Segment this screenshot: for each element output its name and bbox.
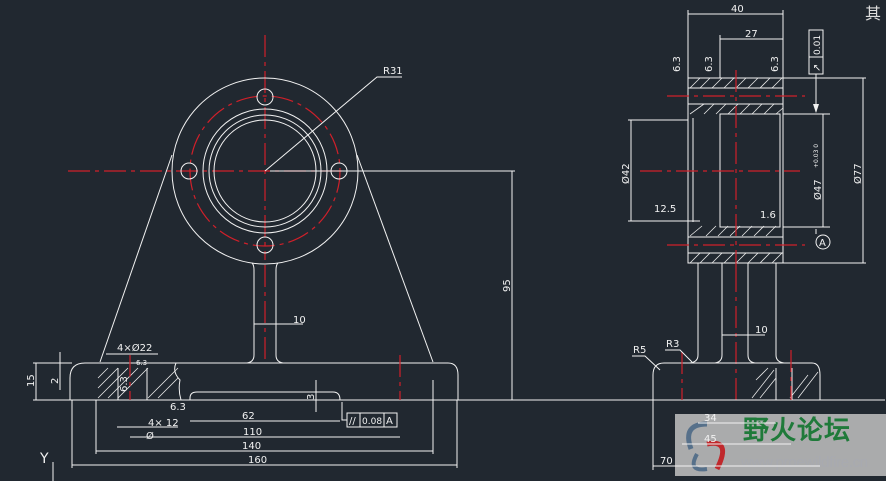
datum-circle bbox=[815, 234, 831, 250]
dim-62: 62 bbox=[242, 411, 255, 422]
bolt-hole bbox=[256, 88, 274, 106]
side-view: 40 27 6.3 6.3 6.3 0.01 ↗ Ø42 12.5 1.6 Ø4… bbox=[620, 4, 866, 401]
parallel-symbol: // bbox=[349, 416, 356, 427]
holes-label: 4×Ø22 bbox=[117, 342, 152, 354]
dim-77: Ø77 bbox=[852, 163, 864, 184]
dim-2: 2 bbox=[50, 378, 61, 384]
ucs-label: Y bbox=[39, 451, 49, 467]
roughness-label: 6.3 bbox=[672, 56, 683, 72]
parallel-tolerance: 0.08 bbox=[362, 417, 382, 427]
bolt-hole bbox=[256, 236, 274, 254]
watermark-name: 野火论坛 bbox=[743, 416, 852, 446]
roughness-label: 6.3 bbox=[136, 359, 147, 367]
parallel-datum: A bbox=[386, 416, 393, 427]
runout-tolerance: 0.01 bbox=[813, 35, 823, 55]
web bbox=[246, 262, 284, 364]
dim-42: Ø42 bbox=[620, 163, 632, 184]
watermark-logo-icon bbox=[686, 421, 726, 472]
radius-label: R31 bbox=[383, 66, 403, 77]
dim-160: 160 bbox=[248, 455, 267, 466]
section-hatch bbox=[97, 362, 182, 401]
dim-47: Ø47 bbox=[812, 179, 824, 200]
rib-left bbox=[99, 154, 173, 363]
dim-3: 3 bbox=[306, 394, 317, 400]
leader bbox=[632, 355, 661, 371]
dim-15: 15 bbox=[26, 374, 37, 387]
parallelism-frame: // 0.08 A bbox=[341, 402, 398, 428]
slot bbox=[189, 391, 341, 401]
hatch bbox=[689, 77, 784, 264]
diameter-symbol: Ø bbox=[146, 430, 154, 442]
roughness-label: 1.6 bbox=[760, 210, 776, 221]
dim-110: 110 bbox=[243, 427, 262, 438]
corner-text: 其 bbox=[865, 4, 882, 23]
dim-10: 10 bbox=[293, 315, 306, 326]
radius-leader bbox=[264, 76, 402, 172]
dim-40: 40 bbox=[731, 4, 744, 15]
watermark-url: www.proewildfire.cn bbox=[741, 454, 868, 471]
datum-label: A bbox=[819, 238, 826, 249]
runout-symbol: ↗ bbox=[812, 64, 823, 72]
roughness-label: 6.3 bbox=[770, 56, 781, 72]
web bbox=[689, 263, 785, 364]
counterbore-label: 4× 12 bbox=[148, 418, 179, 429]
watermark: 野火论坛 www.proewildfire.cn bbox=[675, 414, 886, 476]
fillet-r5: R5 bbox=[633, 345, 646, 356]
side-base bbox=[652, 362, 821, 400]
dim-95: 95 bbox=[502, 279, 513, 292]
fillet-r3: R3 bbox=[666, 339, 679, 350]
runout-frame: 0.01 ↗ bbox=[808, 29, 824, 113]
roughness-label: 12.5 bbox=[654, 204, 676, 215]
bore-tolerance: +0.03 0 bbox=[813, 144, 820, 168]
roughness-label: 6.3 bbox=[170, 402, 186, 413]
base bbox=[69, 362, 459, 401]
break-line bbox=[174, 362, 182, 401]
hatch bbox=[751, 367, 819, 399]
roughness-label: 6.3 bbox=[119, 376, 130, 392]
rib-right bbox=[356, 154, 434, 363]
dim-10-side: 10 bbox=[755, 325, 768, 336]
bolt-hole bbox=[180, 162, 198, 180]
dim-27: 27 bbox=[745, 29, 758, 40]
roughness-label: 6.3 bbox=[704, 56, 715, 72]
dim-140: 140 bbox=[242, 441, 261, 452]
leader bbox=[665, 349, 693, 363]
